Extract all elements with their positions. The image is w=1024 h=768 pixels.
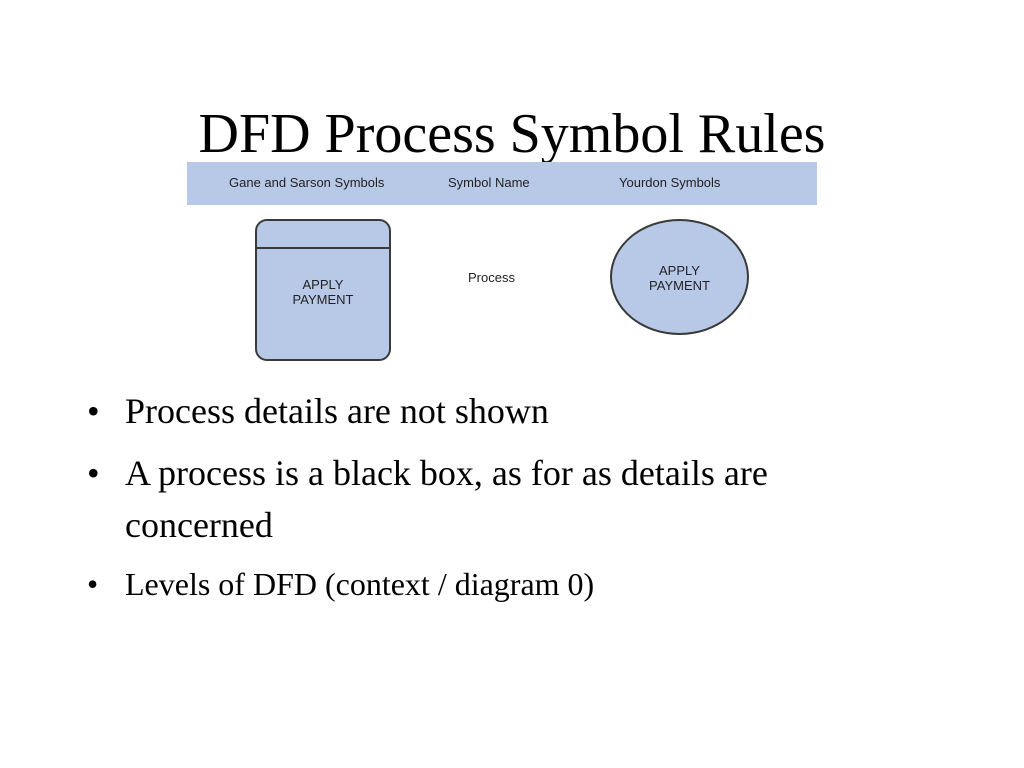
symbol-table-header: Gane and Sarson Symbols Symbol Name Your… (187, 162, 817, 205)
gane-sarson-label-line1: APPLY (302, 277, 344, 292)
bullet-list: • Process details are not shown • A proc… (85, 385, 915, 607)
bullet-marker: • (87, 453, 100, 493)
bullet-marker: • (87, 391, 100, 431)
gane-sarson-process-symbol: APPLY PAYMENT (255, 219, 391, 361)
gane-sarson-label-line2: PAYMENT (292, 292, 354, 307)
yourdon-process-label: APPLY PAYMENT (612, 263, 747, 293)
yourdon-label-line2: PAYMENT (649, 278, 710, 293)
bullet-marker: • (87, 566, 99, 602)
header-symbol-name: Symbol Name (448, 175, 530, 190)
yourdon-label-line1: APPLY (659, 263, 700, 278)
yourdon-process-symbol: APPLY PAYMENT (610, 219, 749, 335)
symbol-name-label: Process (468, 270, 515, 285)
header-gane-sarson: Gane and Sarson Symbols (229, 175, 385, 190)
process-symbol-figure: Gane and Sarson Symbols Symbol Name Your… (187, 162, 817, 367)
bullet-item: • A process is a black box, as for as de… (85, 447, 915, 551)
gane-sarson-process-label: APPLY PAYMENT (257, 277, 389, 307)
slide-title: DFD Process Symbol Rules (198, 103, 826, 165)
bullet-text: A process is a black box, as for as deta… (125, 453, 768, 545)
bullet-text: Process details are not shown (125, 391, 549, 431)
bullet-item: • Levels of DFD (context / diagram 0) (85, 561, 915, 607)
header-yourdon: Yourdon Symbols (619, 175, 721, 190)
bullet-item: • Process details are not shown (85, 385, 915, 437)
bullet-text: Levels of DFD (context / diagram 0) (125, 566, 595, 602)
gane-sarson-divider (257, 247, 389, 249)
